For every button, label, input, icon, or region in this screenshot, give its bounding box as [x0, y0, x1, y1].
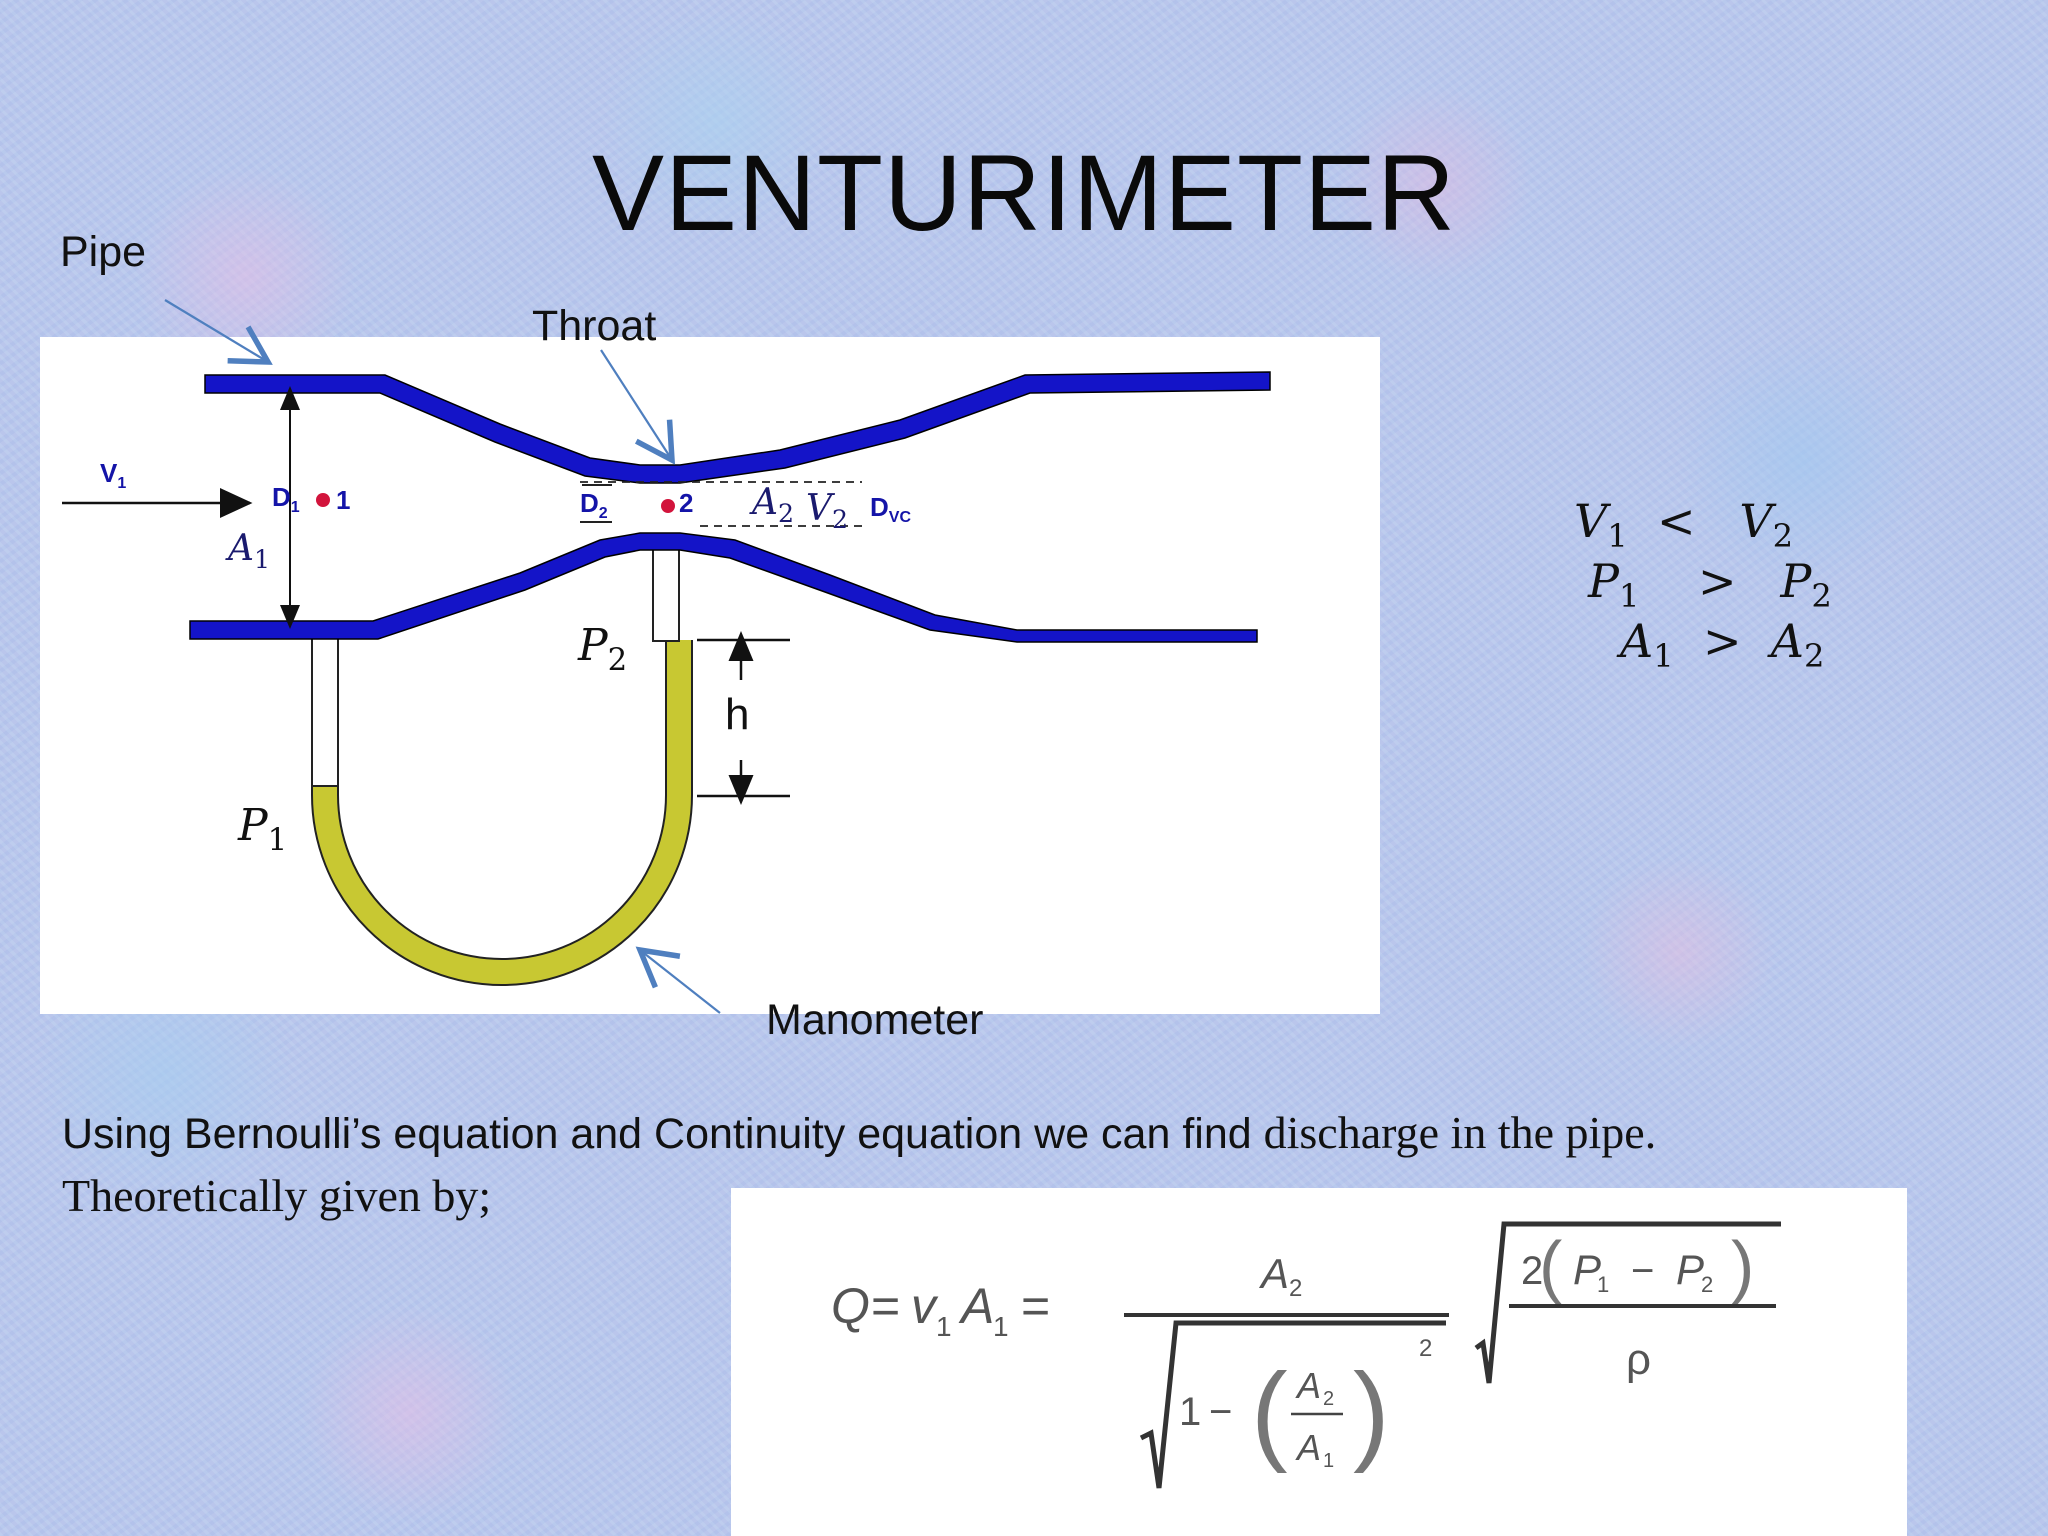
- svg-text:ρ: ρ: [1626, 1335, 1651, 1384]
- pipe-callout-arrow: [164, 299, 273, 365]
- svg-text:2: 2: [1521, 1249, 1543, 1293]
- svg-text:1: 1: [1597, 1272, 1609, 1297]
- svg-text:(: (: [1251, 1351, 1288, 1474]
- p2-label: P2: [578, 620, 628, 678]
- diagram-panel: [40, 337, 1380, 1014]
- svg-text:1: 1: [1179, 1390, 1201, 1434]
- h-label: h: [725, 690, 750, 739]
- throat-callout-arrow: [600, 349, 676, 465]
- slide-title: VENTURIMETER: [591, 132, 1457, 253]
- relation-area: A1 > A2: [1620, 614, 1825, 676]
- formula-panel: [731, 1188, 1907, 1536]
- svg-text:=: =: [871, 1278, 900, 1334]
- relation-velocity: V1 < V2: [1574, 494, 1794, 556]
- svg-text:2: 2: [1701, 1272, 1713, 1297]
- svg-text:A: A: [1258, 1250, 1289, 1297]
- manometer-callout-label: Manometer: [766, 996, 984, 1044]
- a1-label: A1: [228, 528, 271, 575]
- svg-text:): ): [1731, 1227, 1754, 1305]
- point-2-marker: [661, 499, 675, 513]
- manometer-tube: [311, 539, 693, 986]
- svg-text:1: 1: [936, 1311, 952, 1342]
- svg-text:P: P: [1676, 1246, 1704, 1293]
- svg-text:2: 2: [1289, 1275, 1302, 1302]
- throat-callout-label: Throat: [532, 302, 657, 350]
- svg-text:): ): [1353, 1351, 1390, 1474]
- discharge-formula: Q = v 1 A 1 = A 2 1 − ( A 2 A 1 ) 2 2 ( …: [831, 1221, 1781, 1489]
- description-line-1: Using Bernoulli’s equation and Continuit…: [62, 1107, 1657, 1158]
- svg-text:A: A: [1295, 1427, 1321, 1468]
- point-2-label: 2: [679, 488, 694, 518]
- svg-text:P: P: [1573, 1246, 1601, 1293]
- pipe-top-wall: [204, 371, 1271, 484]
- svg-text:−: −: [1631, 1249, 1654, 1293]
- pipe-bottom-wall: [189, 532, 1258, 643]
- svg-text:−: −: [1209, 1390, 1232, 1434]
- description-text: Using Bernoulli’s equation and Continuit…: [62, 1102, 1962, 1227]
- pipe-callout-label: Pipe: [60, 228, 147, 276]
- a2-label: A2: [752, 482, 795, 529]
- formula-q: Q: [831, 1278, 870, 1334]
- svg-text:1: 1: [993, 1311, 1009, 1342]
- point-1-label: 1: [336, 485, 351, 515]
- d1-label: D1: [272, 482, 300, 517]
- point-1-marker: [316, 493, 330, 507]
- manometer-callout-arrow: [635, 946, 721, 1014]
- svg-text:v: v: [911, 1278, 939, 1334]
- svg-text:2: 2: [1419, 1335, 1432, 1362]
- v2-label: V2: [806, 488, 849, 535]
- svg-text:(: (: [1539, 1227, 1562, 1305]
- description-line-2: Theoretically given by;: [62, 1170, 492, 1221]
- p1-label: P1: [238, 800, 288, 858]
- svg-text:2: 2: [1323, 1388, 1334, 1410]
- relation-pressure: P1 > P2: [1588, 554, 1832, 616]
- svg-text:=: =: [1021, 1278, 1050, 1334]
- svg-text:A: A: [1295, 1365, 1321, 1406]
- dvc-label: DVC: [870, 492, 912, 527]
- d2-label: D2: [580, 488, 608, 523]
- svg-text:A: A: [958, 1278, 994, 1334]
- svg-text:1: 1: [1323, 1450, 1334, 1472]
- v1-label: V1: [100, 458, 127, 493]
